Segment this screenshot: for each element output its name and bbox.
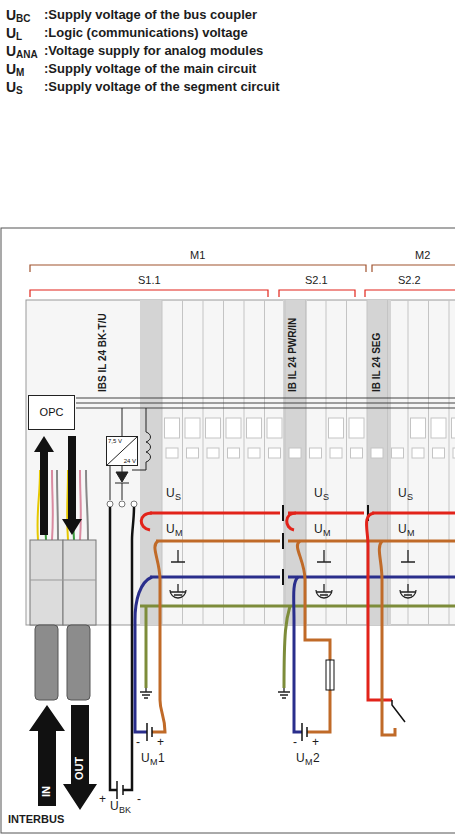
- bus-name: INTERBUS: [8, 814, 64, 825]
- voltage-label: U: [166, 523, 175, 535]
- segment-name: S1.1: [138, 275, 161, 286]
- polarity-sign: -: [136, 736, 140, 748]
- voltage-label: U: [110, 800, 119, 812]
- ground-symbol: [317, 550, 331, 562]
- voltage-subscript: BK: [119, 806, 131, 815]
- voltage-label: U: [141, 752, 150, 764]
- terminal-slot: [165, 418, 180, 438]
- diagonal-line: [106, 436, 138, 466]
- pe-symbol: [170, 584, 186, 598]
- earth-symbol: [278, 688, 290, 698]
- terminal-spring: [310, 448, 322, 458]
- terminal-spring: [453, 448, 455, 458]
- module-name: IBS IL 24 BK-T/U: [98, 313, 108, 392]
- terminal-slot: [267, 418, 282, 438]
- symbol-letter: U: [6, 8, 16, 22]
- ground-symbols: [140, 550, 416, 698]
- terminal-spring: [228, 448, 240, 458]
- voltage-index: 1: [158, 752, 165, 764]
- terminal-spring: [166, 448, 178, 458]
- terminal-slot: [329, 418, 344, 438]
- module-name: IB IL 24 SEG: [372, 333, 382, 392]
- direction-label: OUT: [74, 757, 85, 780]
- ground-symbol: [401, 550, 415, 562]
- polarity-sign: +: [99, 793, 106, 805]
- terminal-slot: [349, 418, 364, 438]
- voltage-label: U: [296, 752, 305, 764]
- terminal-spring: [330, 448, 342, 458]
- polarity-sign: -: [293, 736, 297, 748]
- terminal-spring: [412, 448, 424, 458]
- module-divider: [285, 300, 286, 625]
- pe-symbol: [400, 584, 416, 598]
- voltage-subscript: S: [175, 493, 181, 502]
- processor-box: OPC: [28, 395, 75, 430]
- symbol-subscript: M: [16, 68, 24, 78]
- symbol-letter: U: [6, 26, 16, 40]
- module-group-name: M1: [190, 250, 205, 261]
- terminal-spring: [289, 448, 301, 458]
- legend-text: :Supply voltage of the segment circuit: [44, 80, 279, 93]
- voltage-label: U: [314, 523, 323, 535]
- voltage-subscript: M: [150, 758, 158, 767]
- voltage-subscript: S: [323, 493, 329, 502]
- voltage-label: U: [166, 487, 175, 499]
- symbol-subscript: BC: [16, 14, 30, 24]
- segment-name: S2.2: [398, 275, 421, 286]
- symbol-letter: U: [6, 44, 16, 58]
- legend-text: :Voltage supply for analog modules: [44, 44, 263, 57]
- legend-text: :Logic (communications) voltage: [44, 26, 248, 39]
- symbol-letter: U: [6, 62, 16, 76]
- symbol-subscript: L: [16, 32, 22, 42]
- terminal-spring: [248, 448, 260, 458]
- terminal-spring: [269, 448, 281, 458]
- voltage-subscript: M: [305, 758, 313, 767]
- voltage-subscript: S: [407, 493, 413, 502]
- earth-symbol: [140, 688, 152, 698]
- box-text: OPC: [40, 407, 64, 418]
- polarity-sign: +: [312, 736, 319, 748]
- voltage-subscript: M: [323, 529, 331, 538]
- terminal-spring: [351, 448, 363, 458]
- converter-box: 7,5 V 24 V: [106, 436, 138, 466]
- pe-symbol: [316, 584, 332, 598]
- voltage-subscript: M: [175, 529, 183, 538]
- voltage-label: U: [398, 487, 407, 499]
- symbol-letter: U: [6, 80, 16, 94]
- legend-text: :Supply voltage of the main circuit: [44, 62, 256, 75]
- terminal-spring: [392, 448, 404, 458]
- terminal-spring: [433, 448, 445, 458]
- terminal-slot: [226, 418, 241, 438]
- terminal-slot: [411, 418, 426, 438]
- direction-label: IN: [41, 786, 52, 797]
- terminal-spring: [187, 448, 199, 458]
- ground-symbol: [171, 550, 185, 562]
- module-group-name: M2: [415, 250, 430, 261]
- terminal-slot: [431, 418, 446, 438]
- box-text-secondary: 24 V: [124, 458, 136, 464]
- legend-text: :Supply voltage of the bus coupler: [44, 8, 257, 21]
- terminal-slot: [452, 418, 455, 438]
- terminal-spring: [371, 448, 383, 458]
- polarity-sign: +: [157, 736, 164, 748]
- voltage-subscript: M: [407, 529, 415, 538]
- voltage-index: 2: [313, 752, 320, 764]
- segment-name: S2.1: [305, 275, 328, 286]
- voltage-label: U: [314, 487, 323, 499]
- terminal-slot: [206, 418, 221, 438]
- terminal-spring: [207, 448, 219, 458]
- symbol-subscript: ANA: [16, 50, 38, 60]
- polarity-sign: -: [137, 793, 141, 805]
- box-text: 7,5 V: [108, 438, 122, 444]
- symbol-subscript: S: [16, 86, 23, 96]
- terminal-slot: [247, 418, 262, 438]
- terminal-slot: [185, 418, 200, 438]
- voltage-label: U: [398, 523, 407, 535]
- module-name: IB IL 24 PWR/IN: [288, 318, 298, 392]
